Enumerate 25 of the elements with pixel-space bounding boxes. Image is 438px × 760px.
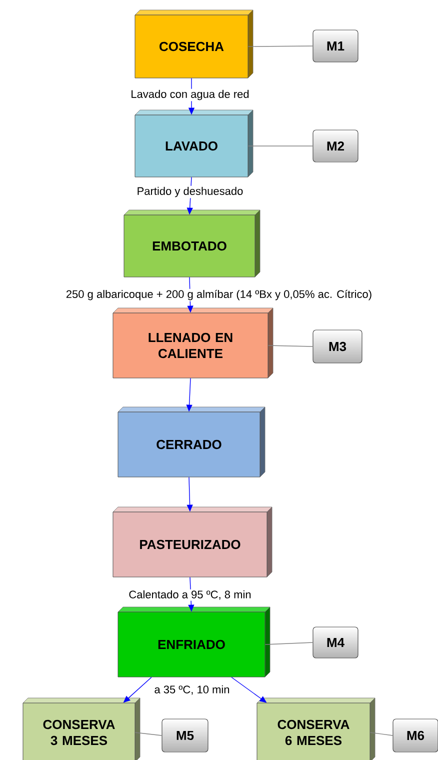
marker-box: M3 [312,330,362,364]
process-box: PASTEURIZADO [112,506,272,578]
edge-label: Lavado con agua de red [130,88,250,102]
marker-box: M6 [392,718,438,752]
process-box: COSECHA [134,10,254,78]
marker-box: M4 [312,626,358,658]
process-box: CERRADO [118,406,266,478]
process-box: LAVADO [134,110,254,178]
edge-label: Calentado a 95 ºC, 8 min [128,589,252,601]
marker-box: M2 [312,130,358,162]
process-box: EMBOTADO [124,210,260,278]
marker-box: M1 [312,30,358,62]
edge-label: Partido y deshuesado [136,186,244,198]
edge-label: 250 g albaricoque + 200 g almíbar (14 ºBx y 0,05% ac. Cítrico) [64,288,374,302]
marker-box: M5 [162,718,208,752]
process-box: CONSERVA 6 MESES [256,698,376,760]
connector-line [268,345,314,347]
connector-line [248,46,314,47]
connector-line [264,642,314,645]
process-box: LLENADO EN CALIENTE [112,308,274,378]
edge-label: a 35 ºC, 10 min [153,684,231,696]
connector-line [370,732,394,736]
connector-line [134,732,162,736]
process-box: ENFRIADO [118,606,270,678]
process-box: CONSERVA 3 MESES [22,698,140,760]
